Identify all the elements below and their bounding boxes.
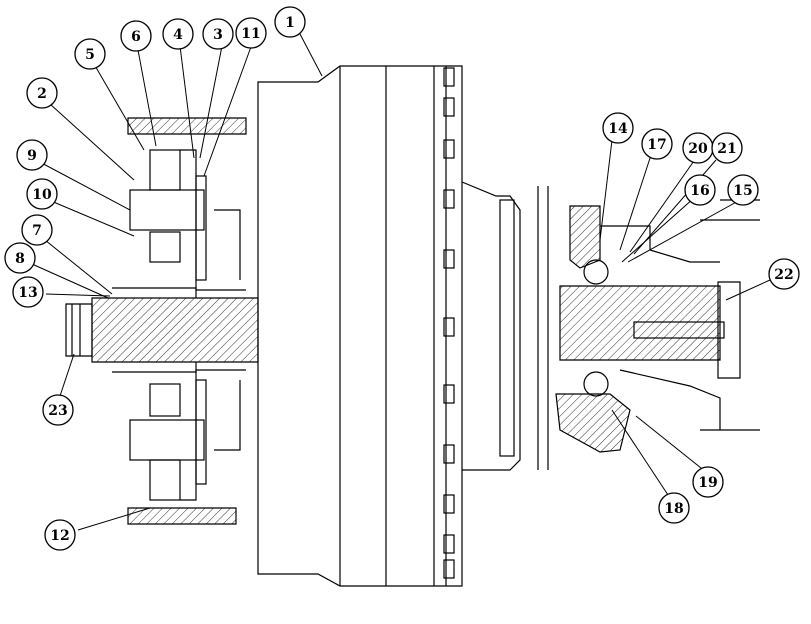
callout-label-8: 8 [15,251,25,267]
callout-label-19: 19 [698,475,717,491]
callout-label-16: 16 [690,183,709,199]
callout-label-14: 14 [608,121,628,137]
callout-label-6: 6 [131,29,141,45]
callout-6: 6 [120,20,152,52]
callout-15: 15 [727,174,759,206]
callout-label-18: 18 [664,501,683,517]
callout-label-21: 21 [717,141,736,157]
callout-label-12: 12 [50,528,69,544]
callout-label-13: 13 [18,285,37,301]
left-planetary-assembly [127,117,247,525]
callout-9: 9 [16,139,48,171]
callout-11: 11 [235,17,267,49]
right-bearing-housing [555,199,760,453]
callout-label-11: 11 [241,26,260,42]
callout-13: 13 [12,276,44,308]
callout-label-20: 20 [688,141,708,157]
drawing-geometry [65,65,760,587]
callouts: 1 2 3 4 5 6 7 8 9 10 11 12 13 14 15 16 1… [4,6,800,551]
callout-1: 1 [274,6,306,38]
callout-2: 2 [26,77,58,109]
callout-label-15: 15 [733,183,752,199]
callout-17: 17 [641,128,673,160]
callout-label-22: 22 [774,267,793,283]
callout-18: 18 [658,492,690,524]
callout-20: 20 [682,132,714,164]
callout-label-9: 9 [27,148,37,164]
callout-label-7: 7 [32,223,42,239]
callout-label-2: 2 [37,86,47,102]
callout-3: 3 [202,18,234,50]
callout-10: 10 [26,178,58,210]
callout-23: 23 [42,394,74,426]
right-hub [461,181,549,471]
callout-label-4: 4 [173,27,183,43]
callout-14: 14 [602,112,634,144]
callout-12: 12 [44,519,76,551]
callout-label-23: 23 [48,403,67,419]
callout-7: 7 [21,214,53,246]
callout-label-3: 3 [213,27,223,43]
callout-label-10: 10 [32,187,52,203]
central-shaft [65,287,259,373]
main-housing [257,65,463,587]
flange-bolts [443,67,455,579]
callout-label-1: 1 [285,15,295,31]
callout-8: 8 [4,242,36,274]
callout-21: 21 [711,132,743,164]
leader-lines [31,33,771,531]
callout-label-5: 5 [85,47,95,63]
callout-label-17: 17 [647,137,666,153]
callout-4: 4 [162,18,194,50]
callout-22: 22 [768,258,800,290]
callout-16: 16 [684,174,716,206]
callout-19: 19 [692,466,724,498]
callout-5: 5 [74,38,106,70]
